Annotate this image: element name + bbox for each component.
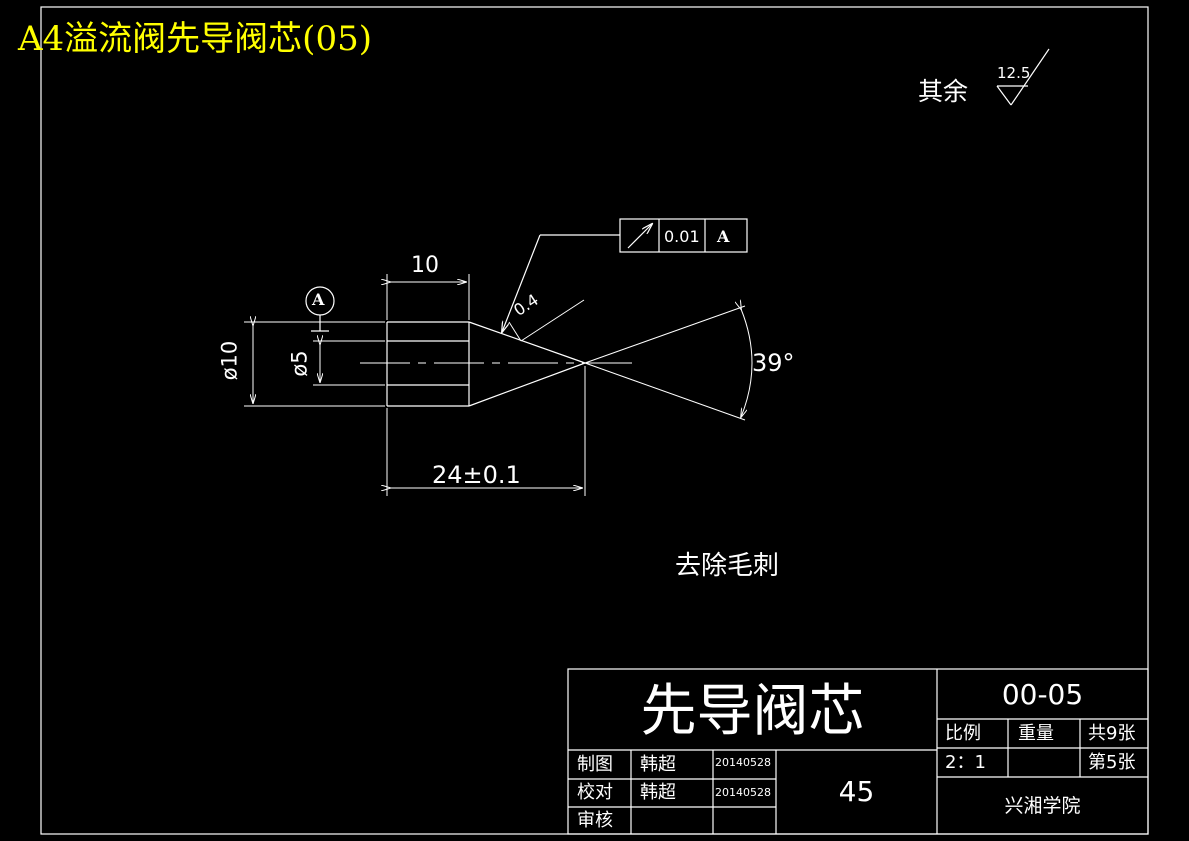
dim-diameter-outer — [244, 322, 385, 407]
dim-diameter-inner-text: ø5 — [287, 350, 312, 377]
angle-dimension — [584, 306, 753, 421]
dim-length-top-text: 10 — [411, 253, 439, 278]
deburr-note: 去除毛刺 — [675, 551, 780, 581]
scale-value: 2：1 — [945, 752, 986, 773]
dim-overall-length-text: 24±0.1 — [432, 461, 521, 489]
weight-label: 重量 — [1018, 723, 1054, 744]
row-role-checked: 校对 — [577, 782, 613, 803]
dim-length-top — [387, 274, 470, 320]
roughness-symbol — [996, 48, 1050, 106]
dim-diameter-outer-text: ø10 — [217, 340, 242, 381]
sheet-number: 第5张 — [1088, 752, 1136, 773]
row-role-drawn: 制图 — [577, 754, 613, 775]
part-name: 先导阀芯 — [640, 679, 865, 744]
row-name-drawn: 韩超 — [640, 754, 676, 775]
row-date-checked: 20140528 — [715, 785, 771, 799]
row-name-checked: 韩超 — [640, 782, 676, 803]
tolerance-value: 0.01 — [664, 227, 700, 246]
dim-overall-length — [387, 366, 586, 496]
tolerance-frame — [502, 218, 748, 332]
total-sheets: 共9张 — [1088, 723, 1136, 744]
row-role-approved: 审核 — [577, 810, 613, 831]
tolerance-datum: A — [717, 227, 730, 246]
title-block-grid — [567, 668, 1149, 835]
material: 45 — [838, 775, 875, 808]
row-date-drawn: 20140528 — [715, 755, 771, 769]
chamfer-leader — [508, 299, 585, 342]
drawing-title: A4溢流阀先导阀芯(05) — [18, 19, 372, 59]
part-outline — [386, 321, 586, 407]
scale-label: 比例 — [945, 723, 981, 744]
institution: 兴湘学院 — [1004, 794, 1081, 817]
datum-marker-label: A — [312, 290, 325, 309]
drawing-number: 00-05 — [1001, 678, 1084, 711]
dim-angle-text: 39° — [752, 349, 795, 377]
roughness-label: 其余 — [918, 77, 969, 106]
roughness-value: 12.5 — [997, 64, 1031, 82]
datum-marker — [305, 286, 335, 332]
dim-diameter-inner — [313, 341, 385, 386]
